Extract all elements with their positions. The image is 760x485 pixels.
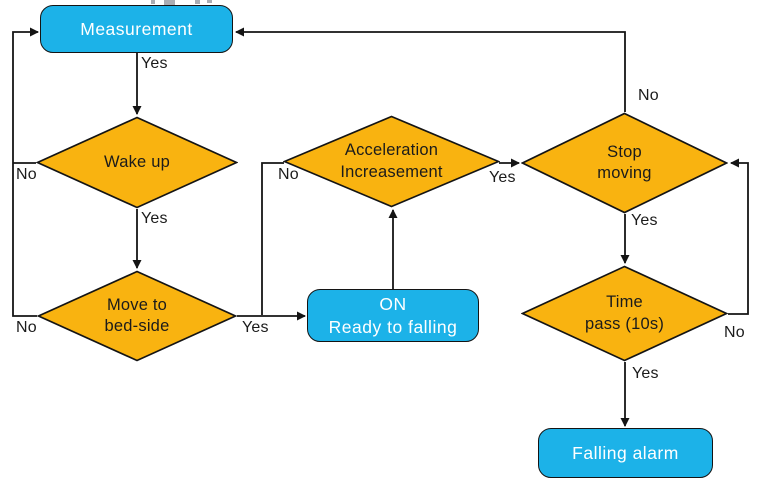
node-on-ready-label: ON Ready to falling — [328, 293, 458, 337]
diamond-shape — [521, 265, 728, 362]
edge-label-yes-move-on: Yes — [242, 319, 269, 336]
node-acceleration-label: Acceleration Increasement — [340, 141, 443, 181]
node-time-pass-label: Time pass (10s) — [584, 293, 665, 333]
diamond-shape — [283, 115, 500, 208]
node-stop-moving-label: Stop moving — [597, 142, 652, 182]
node-falling-alarm-label: Falling alarm — [572, 442, 679, 463]
connector-stop-no-to-measurement — [235, 27, 626, 112]
connector-accel-no-join — [261, 162, 284, 315]
edge-label-yes-acceleration-stop: Yes — [489, 169, 516, 186]
node-measurement-label: Measurement — [80, 18, 193, 39]
cropped-text-artifact — [151, 0, 212, 5]
edge-label-no-move: No — [16, 319, 37, 336]
edge-label-yes-measurement-wakeup: Yes — [141, 55, 168, 72]
node-wake-up-label: Wake up — [104, 152, 170, 171]
node-time-pass: Time pass (10s) — [521, 265, 728, 362]
edge-label-yes-wakeup-move: Yes — [141, 210, 168, 227]
diamond-shape — [37, 270, 237, 362]
node-measurement: Measurement — [40, 5, 233, 53]
node-falling-alarm: Falling alarm — [538, 428, 713, 478]
edge-label-yes-time-alarm: Yes — [632, 365, 659, 382]
edge-label-no-acceleration: No — [278, 166, 299, 183]
node-acceleration-increasement: Acceleration Increasement — [283, 115, 500, 208]
node-move-to-bedside-label: Move to bed-side — [104, 295, 170, 335]
node-stop-moving: Stop moving — [521, 112, 728, 214]
edge-label-no-stop: No — [638, 87, 659, 104]
edge-label-yes-stop-time: Yes — [631, 212, 658, 229]
edge-label-no-time: No — [724, 324, 745, 341]
edge-label-no-wakeup: No — [16, 166, 37, 183]
node-on-ready-to-falling: ON Ready to falling — [307, 289, 479, 342]
node-wake-up: Wake up — [36, 116, 238, 209]
connector-moveno-rail-to-measurement — [12, 27, 39, 317]
diamond-shape — [521, 112, 728, 214]
diamond-shape — [36, 116, 238, 209]
connector-time-no-to-stop — [728, 158, 749, 315]
node-move-to-bedside: Move to bed-side — [37, 270, 237, 362]
